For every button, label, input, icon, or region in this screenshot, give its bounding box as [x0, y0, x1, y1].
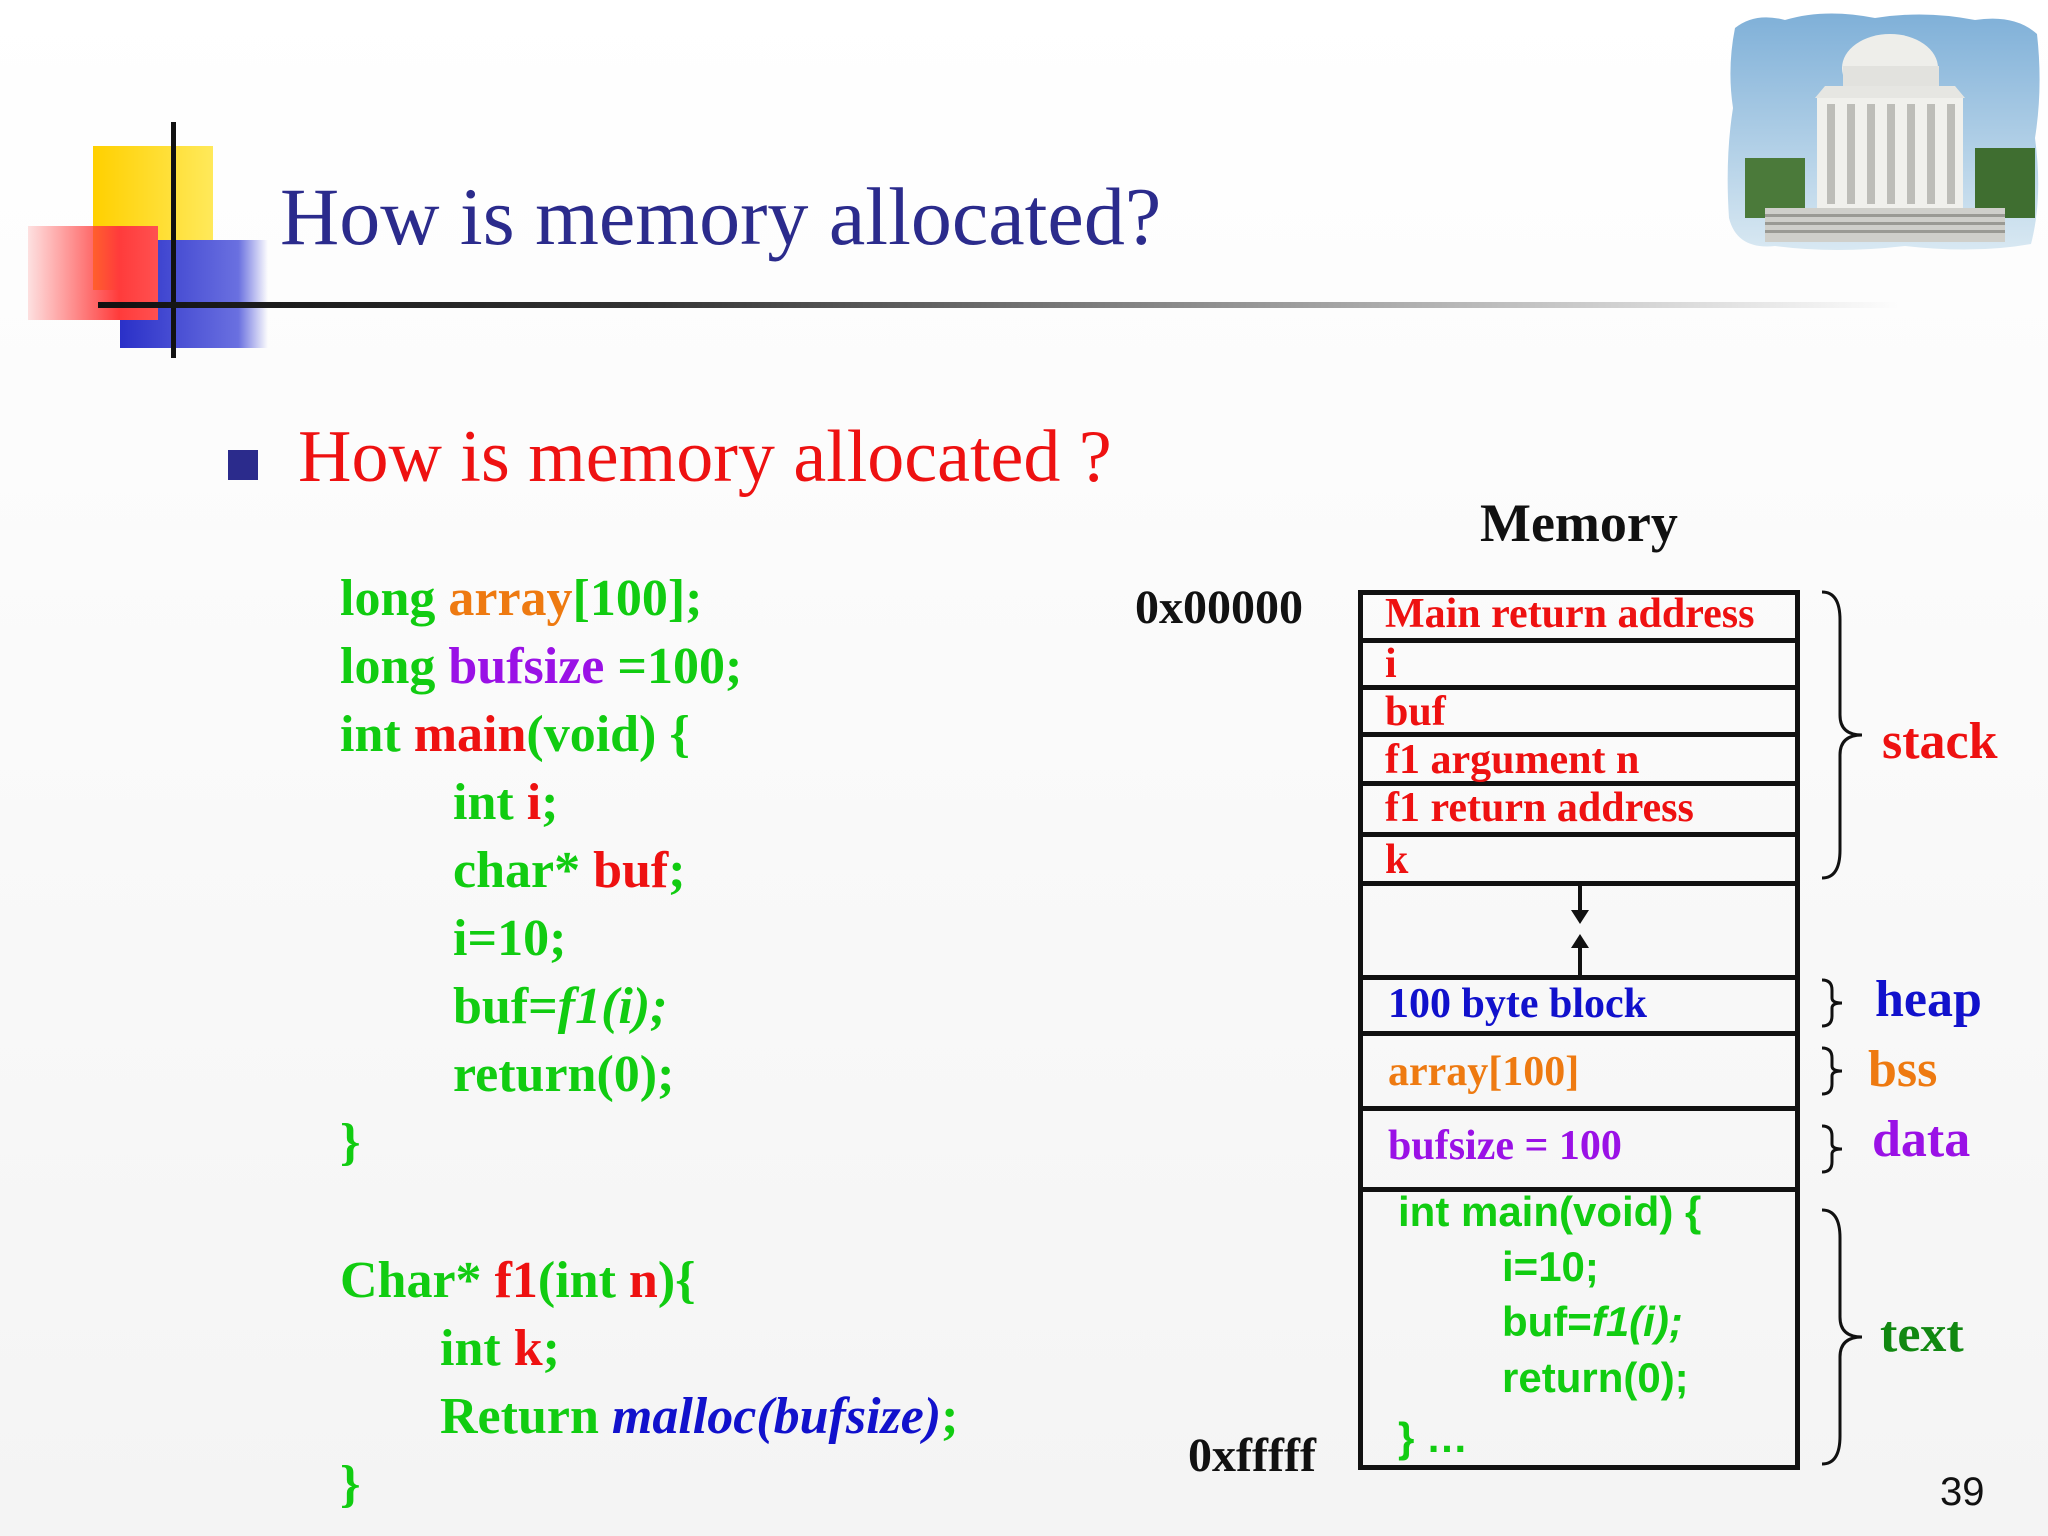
code-line-9: } — [340, 1114, 361, 1171]
bss-cell: array[100] — [1388, 1049, 1580, 1095]
memory-box — [1358, 590, 1800, 1470]
memory-title: Memory — [1480, 493, 1678, 553]
memory-divider — [1358, 1106, 1800, 1111]
memory-divider — [1358, 881, 1800, 886]
page-number: 39 — [1940, 1470, 1985, 1514]
stack-cell: Main return address — [1385, 591, 1755, 637]
memory-divider — [1358, 1031, 1800, 1036]
segment-text-label: text — [1880, 1306, 1964, 1363]
code-line-7: buf=f1(i); — [453, 978, 668, 1035]
data-cell: bufsize = 100 — [1388, 1123, 1622, 1169]
building-photo — [1727, 13, 2040, 251]
memory-divider — [1358, 1187, 1800, 1192]
text-cell-line: } … — [1398, 1414, 1469, 1461]
segment-bss-label: bss — [1868, 1041, 1938, 1098]
segment-heap-label: heap — [1875, 971, 1982, 1028]
memory-divider — [1358, 975, 1800, 980]
memory-divider — [1358, 638, 1800, 643]
code-line-2: long bufsize =100; — [340, 638, 743, 695]
stack-brace — [1821, 590, 1863, 880]
memory-divider — [1358, 832, 1800, 837]
bullet-text: How is memory allocated ? — [298, 416, 1112, 498]
text-cell-line: buf=f1(i); — [1502, 1298, 1683, 1345]
heap-cell: 100 byte block — [1388, 981, 1648, 1027]
code-line-8: return(0); — [453, 1046, 675, 1103]
decor-vertical-line — [171, 122, 176, 358]
bss-brace — [1821, 1046, 1843, 1096]
text-brace — [1821, 1208, 1863, 1466]
text-cell-line: int main(void) { — [1398, 1188, 1702, 1235]
code-line-13: } — [340, 1456, 361, 1513]
code-line-1: long array[100]; — [340, 570, 703, 627]
stack-cell: i — [1385, 641, 1397, 687]
title-underline — [98, 302, 1898, 308]
code-line-5: char* buf; — [453, 842, 686, 899]
stack-cell: buf — [1385, 689, 1446, 735]
code-line-3: int main(void) { — [340, 706, 690, 763]
stack-cell: f1 argument n — [1385, 737, 1640, 783]
segment-stack-label: stack — [1882, 713, 1998, 770]
growth-arrows — [1571, 884, 1589, 976]
segment-data-label: data — [1872, 1111, 1971, 1168]
address-low: 0x00000 — [1135, 581, 1303, 634]
memory-divider — [1358, 732, 1800, 737]
stack-cell: k — [1385, 837, 1409, 883]
page-title: How is memory allocated? — [280, 171, 1162, 262]
memory-divider — [1358, 685, 1800, 690]
stack-cell: f1 return address — [1385, 785, 1694, 831]
text-cell-line: i=10; — [1502, 1243, 1599, 1290]
text-cell-line: return(0); — [1502, 1354, 1689, 1401]
data-brace — [1821, 1124, 1843, 1174]
code-line-10: Char* f1(int n){ — [340, 1252, 696, 1309]
code-line-12: Return malloc(bufsize); — [440, 1388, 959, 1445]
code-line-6: i=10; — [453, 910, 567, 967]
memory-divider — [1358, 781, 1800, 786]
code-line-11: int k; — [440, 1320, 560, 1377]
square-bullet — [228, 450, 258, 480]
heap-brace — [1821, 978, 1843, 1028]
code-line-4: int i; — [453, 774, 559, 831]
address-high: 0xfffff — [1188, 1429, 1316, 1482]
